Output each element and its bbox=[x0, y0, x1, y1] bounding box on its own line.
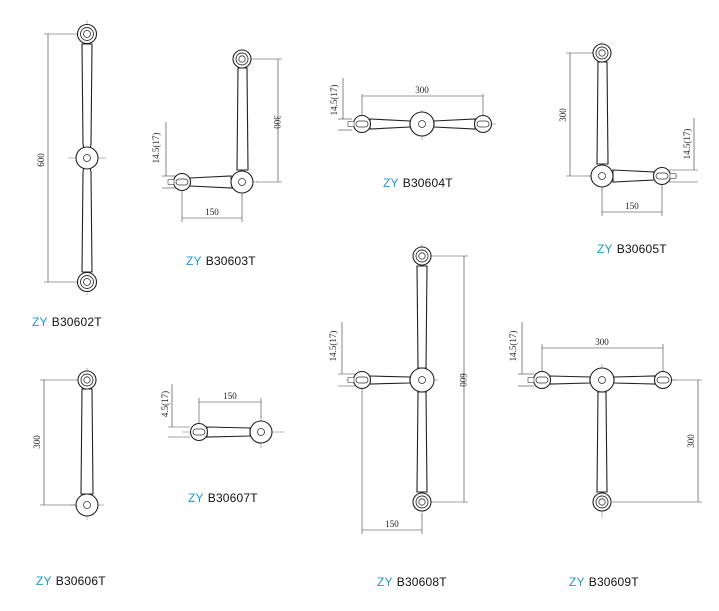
drawing-b30604t: 300 14.5(17) bbox=[329, 78, 496, 140]
dim-length: 150 bbox=[385, 519, 399, 529]
brand-prefix: ZY bbox=[186, 254, 202, 268]
model-code: B30609T bbox=[588, 575, 639, 589]
dim-length: 150 bbox=[205, 207, 219, 217]
dim-length: 300 bbox=[272, 115, 282, 129]
dim-thickness: 14.5(17) bbox=[508, 331, 518, 362]
drawing-b30606t: 300 bbox=[32, 368, 104, 520]
brand-prefix: ZY bbox=[188, 491, 204, 505]
brand-prefix: ZY bbox=[597, 242, 613, 256]
dim-length: 300 bbox=[558, 108, 568, 122]
brand-prefix: ZY bbox=[36, 574, 52, 588]
model-code: B30602T bbox=[51, 315, 102, 329]
drawing-b30609t: 300 14.5(17) 300 bbox=[508, 322, 702, 518]
model-code: B30606T bbox=[55, 574, 106, 588]
dim-length: 600 bbox=[458, 373, 468, 387]
model-code: B30604T bbox=[402, 176, 453, 190]
dim-thickness: 14.5(17) bbox=[328, 331, 338, 362]
drawing-b30603t: 300 14.5(17) 150 bbox=[151, 49, 282, 222]
brand-prefix: ZY bbox=[32, 315, 48, 329]
dim-length: 150 bbox=[223, 391, 237, 401]
drawing-b30602t: 600 bbox=[36, 20, 106, 295]
drawing-b30605t: 300 14.5(17) 150 bbox=[558, 42, 698, 216]
dim-length: 300 bbox=[32, 435, 42, 449]
dim-thickness: 14.5(17) bbox=[151, 133, 161, 164]
drawing-b30608t: 600 14.5(17) 150 bbox=[328, 244, 468, 534]
dim-length: 300 bbox=[686, 434, 696, 448]
drawing-b30607t: 150 4.5(17) bbox=[160, 384, 284, 448]
dim-length: 300 bbox=[415, 85, 429, 95]
dim-thickness: 14.5(17) bbox=[329, 85, 339, 116]
model-code: B30605T bbox=[616, 242, 667, 256]
dim-length: 150 bbox=[625, 201, 639, 211]
model-code: B30603T bbox=[205, 254, 256, 268]
brand-prefix: ZY bbox=[377, 575, 393, 589]
dim-thickness: 4.5(17) bbox=[160, 391, 170, 417]
model-code: B30608T bbox=[396, 575, 447, 589]
dim-length: 300 bbox=[595, 337, 609, 347]
brand-prefix: ZY bbox=[383, 176, 399, 190]
dim-length: 600 bbox=[36, 153, 46, 167]
model-code: B30607T bbox=[207, 491, 258, 505]
dim-thickness: 14.5(17) bbox=[682, 129, 692, 160]
brand-prefix: ZY bbox=[569, 575, 585, 589]
